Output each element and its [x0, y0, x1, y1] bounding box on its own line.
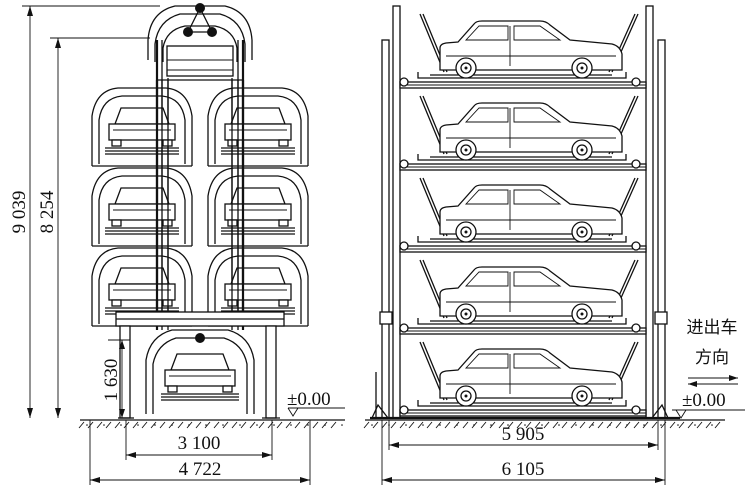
dimension-lines-left [22, 5, 345, 485]
ground-level-label-right: ±0.00 [682, 390, 726, 411]
dim-width-outer-left: 4 722 [179, 459, 222, 480]
entry-direction-label-1: 进出车 [687, 318, 738, 338]
ground-left [78, 419, 345, 429]
dim-height-bottom: 1 630 [101, 359, 122, 402]
dim-width-outer-right: 6 105 [502, 459, 545, 480]
dimension-lines-right [381, 375, 745, 485]
ground-right [363, 419, 725, 429]
ground-level-label-left: ±0.00 [287, 389, 331, 410]
left-tower-view [91, 3, 309, 419]
dim-width-inner-right: 5 905 [502, 424, 545, 445]
right-tower-view [370, 5, 680, 420]
entry-direction-label-2: 方向 [695, 348, 729, 368]
dim-height-total: 9 039 [9, 191, 30, 234]
dim-height-top-platform: 8 254 [37, 190, 58, 233]
dim-width-inner-left: 3 100 [178, 433, 221, 454]
